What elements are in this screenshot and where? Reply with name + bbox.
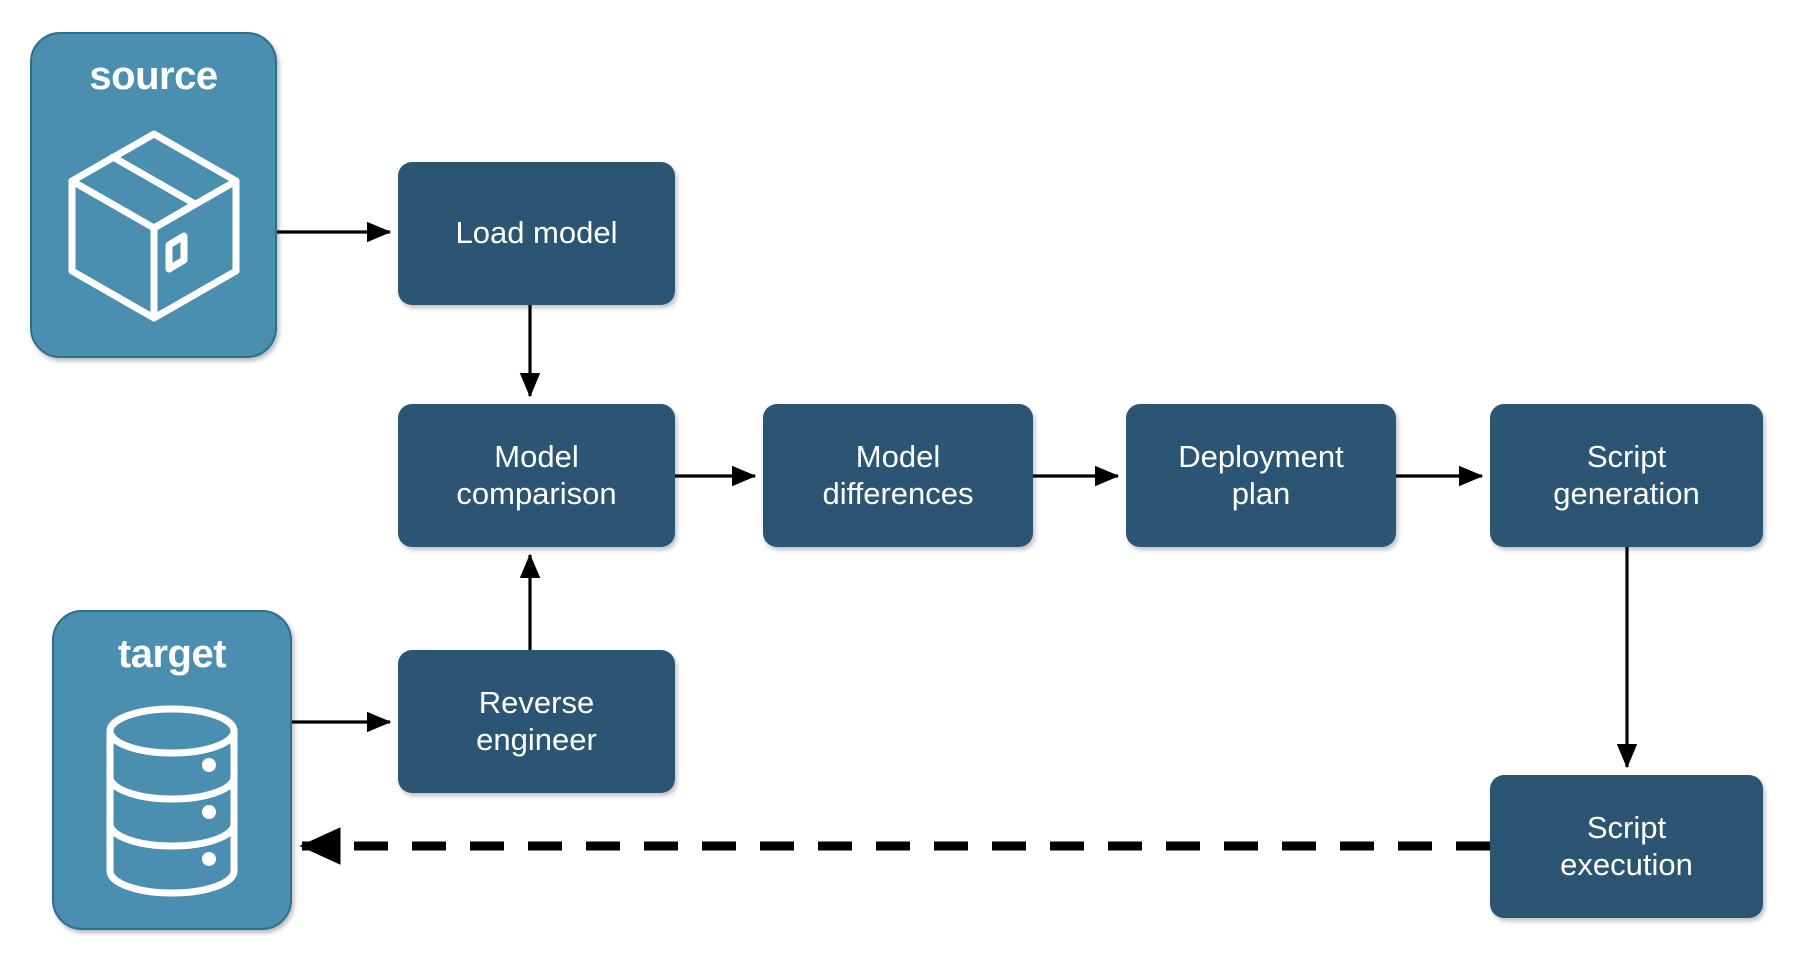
node-reverse-engineer[interactable]: Reverse engineer bbox=[398, 650, 675, 793]
endpoint-target-label: target bbox=[117, 632, 227, 676]
node-load-model[interactable]: Load model bbox=[398, 162, 675, 305]
node-model-comparison[interactable]: Model comparison bbox=[398, 404, 675, 547]
node-script-execution[interactable]: Script execution bbox=[1490, 775, 1763, 918]
package-box-icon bbox=[32, 96, 275, 356]
node-deployment-plan[interactable]: Deployment plan bbox=[1126, 404, 1396, 547]
node-model-differences[interactable]: Model differences bbox=[763, 404, 1033, 547]
endpoint-target[interactable]: target bbox=[52, 610, 292, 930]
endpoint-source[interactable]: source bbox=[30, 32, 277, 358]
node-script-generation[interactable]: Script generation bbox=[1490, 404, 1763, 547]
endpoint-source-label: source bbox=[89, 54, 218, 98]
database-cylinder-icon bbox=[54, 674, 290, 928]
